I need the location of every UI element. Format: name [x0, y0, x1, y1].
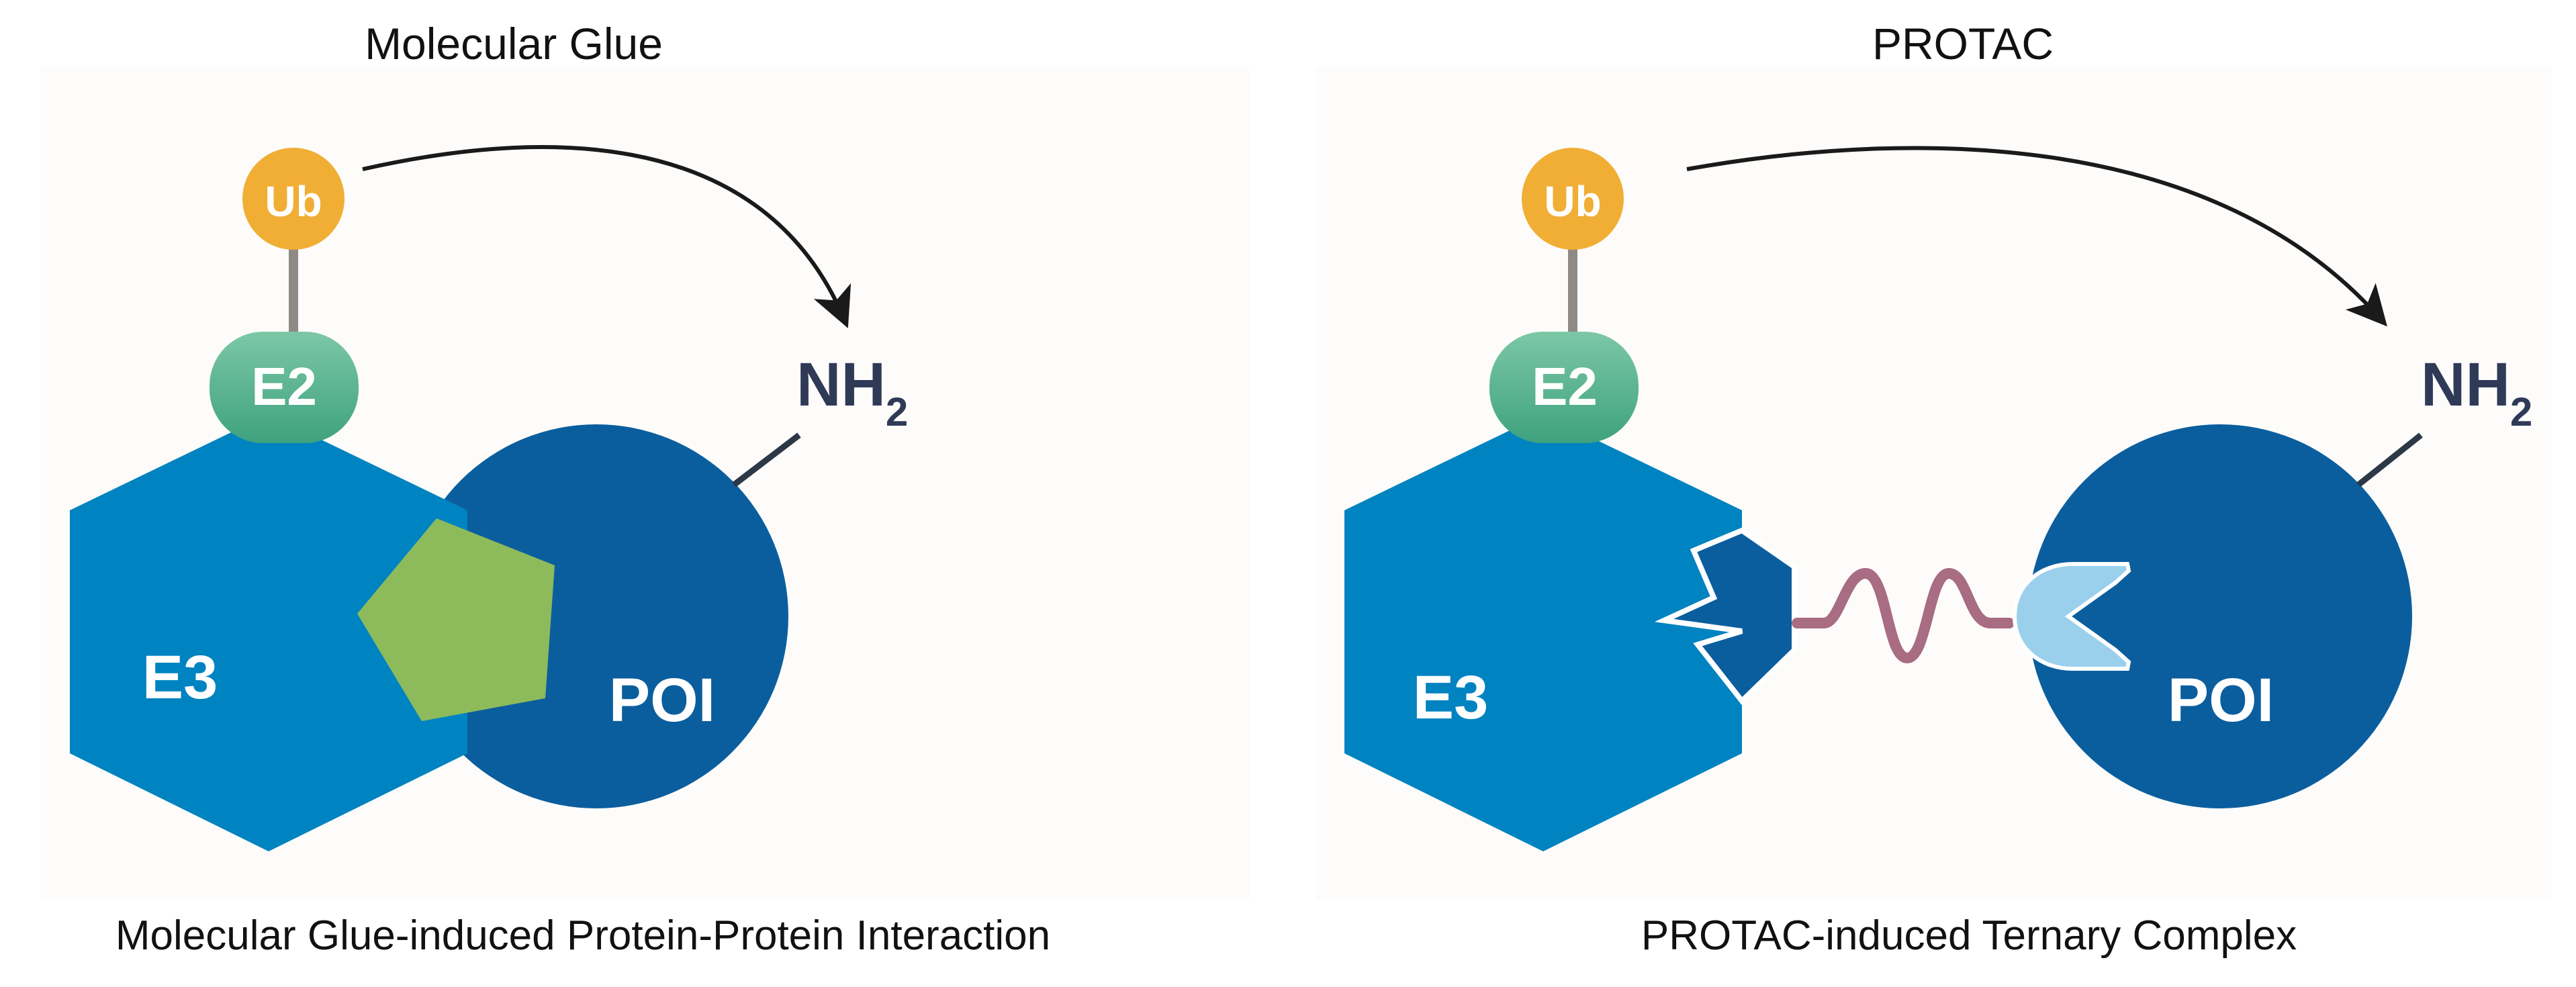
- right-panel-title: PROTAC: [1872, 19, 2054, 68]
- e2-pill: [210, 332, 359, 443]
- ubiquitin-transfer-arrow: [1686, 146, 2387, 327]
- ub-label: Ub: [265, 177, 322, 226]
- nh2-label: NH2: [796, 350, 908, 434]
- ub-circle: [242, 148, 344, 250]
- nh2-subscript: 2: [2510, 389, 2532, 434]
- e3-label: E3: [142, 643, 218, 712]
- nh2-subscript: 2: [886, 389, 908, 434]
- e2-label: E2: [251, 357, 317, 416]
- ub-label: Ub: [1544, 177, 1601, 226]
- e2-label: E2: [1532, 357, 1598, 416]
- e2-pill: [1489, 332, 1639, 443]
- protac-poi-ligand: [2012, 562, 2131, 671]
- ub-circle: [1522, 148, 1624, 250]
- poi-circle: [404, 424, 788, 808]
- poi-circle: [2028, 424, 2412, 808]
- molecular-glue-panel: Molecular Glue E2 Ub NH2 E3 POI Molecula…: [40, 19, 1249, 959]
- left-panel-title: Molecular Glue: [365, 19, 663, 68]
- e3-label: E3: [1413, 663, 1489, 732]
- protac-linker: [1792, 567, 2015, 664]
- right-panel-caption: PROTAC-induced Ternary Complex: [1641, 912, 2297, 959]
- poi-label: POI: [609, 666, 715, 735]
- left-panel-caption: Molecular Glue-induced Protein-Protein I…: [116, 912, 1050, 959]
- ubiquitin-transfer-arrow: [362, 145, 852, 328]
- protac-panel: PROTAC E2 Ub NH2 E3 POI PROTAC-induced T…: [1316, 19, 2552, 959]
- protac-e3-ligand: [1654, 527, 1797, 705]
- nh2-main-text: NH: [2421, 350, 2510, 419]
- e3-hexagon: [1344, 414, 1742, 851]
- e3-hexagon: [70, 414, 467, 851]
- nh2-connector-line: [2356, 432, 2423, 487]
- nh2-connector-line: [732, 432, 801, 487]
- nh2-main-text: NH: [796, 350, 886, 419]
- molecular-glue-pentagon: [357, 518, 555, 721]
- nh2-label: NH2: [2421, 350, 2532, 434]
- poi-label: POI: [2168, 666, 2274, 735]
